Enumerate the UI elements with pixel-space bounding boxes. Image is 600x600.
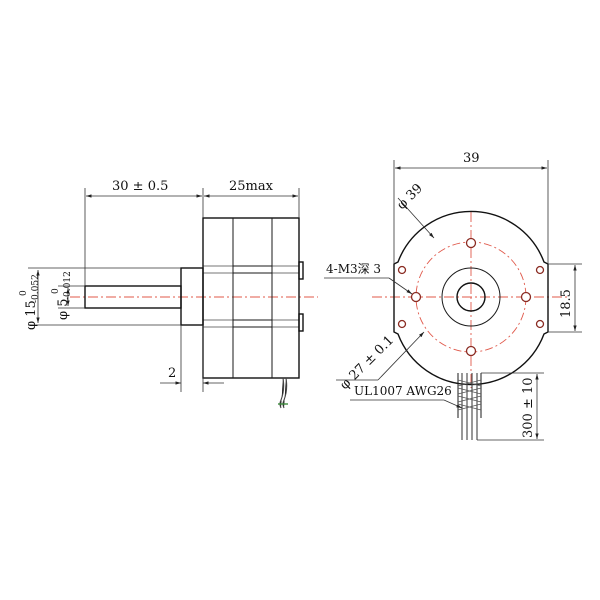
dim-outer-diameter-line	[397, 197, 435, 239]
dim-outer-diameter: φ 39	[394, 181, 426, 213]
dim-shaft-tol-lower: -0.012	[63, 271, 73, 300]
mount-hole-bottom	[465, 345, 477, 357]
dim-slot-height: 18.5	[559, 289, 574, 318]
front-view: 39 φ 39 4-M3深 3 φ 27 ± 0.1 18.5 UL1007 A…	[324, 151, 582, 441]
boss	[180, 267, 204, 326]
front-wires	[457, 373, 482, 440]
dim-boss-diameter: φ 15	[24, 300, 39, 330]
mount-hole-top	[465, 237, 477, 249]
slot-hole-tl	[397, 265, 407, 275]
dim-shaft-length: 30 ± 0.5	[112, 179, 168, 194]
boss-circle	[441, 267, 501, 327]
mount-hole-right	[520, 291, 532, 303]
mount-hole-left	[410, 291, 422, 303]
slot-hole-br	[535, 319, 545, 329]
dim-boss-tol-upper: 0	[19, 290, 29, 296]
dim-flange-thickness: 2	[168, 366, 176, 381]
side-view: 30 ± 0.5 25max φ 15 0 -0.052 φ 5 0 -0.01…	[19, 179, 318, 409]
front-outline	[393, 210, 549, 386]
dim-mount-holes: 4-M3深 3	[326, 262, 381, 276]
dim-boss-tol-lower: -0.052	[31, 274, 41, 303]
dim-shaft-tol-upper: 0	[51, 288, 61, 294]
slot-hole-bl	[397, 319, 407, 329]
side-wires	[278, 377, 288, 409]
dim-overall-width: 39	[463, 151, 480, 166]
slot-hole-tr	[535, 265, 545, 275]
shaft-circle	[456, 282, 486, 312]
dim-shaft-diameter: φ 5	[56, 298, 71, 320]
dim-wire-length: 300 ± 10	[521, 377, 536, 438]
dim-wire-spec: UL1007 AWG26	[354, 384, 452, 398]
motor-body	[202, 217, 304, 379]
dim-body-length: 25max	[229, 179, 274, 194]
